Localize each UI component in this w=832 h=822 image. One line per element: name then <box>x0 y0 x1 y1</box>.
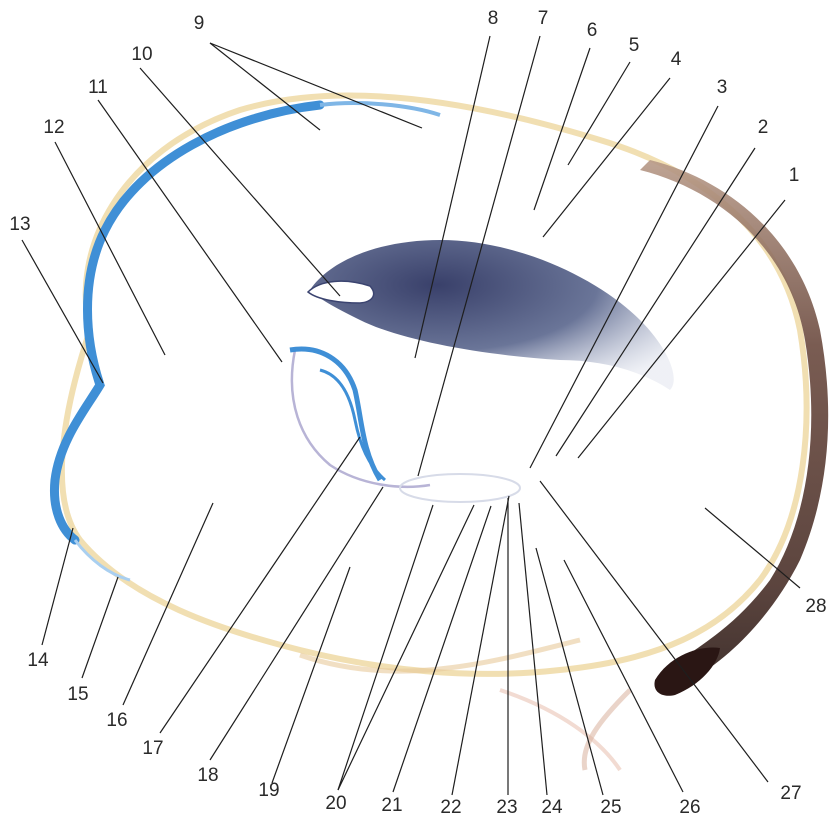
label-18: 18 <box>197 765 218 786</box>
leader-line-4 <box>542 77 671 238</box>
leader-line-14 <box>41 527 74 646</box>
leader-line-6 <box>533 47 591 211</box>
leader-line-24 <box>518 502 548 796</box>
label-2: 2 <box>758 117 769 138</box>
leader-line-18 <box>209 486 384 761</box>
inner-boundary <box>290 349 521 503</box>
leader-line-12 <box>54 141 166 356</box>
label-7: 7 <box>538 8 549 29</box>
leader-line-9b <box>209 42 423 129</box>
leader-line-20a <box>337 504 434 791</box>
label-27: 27 <box>780 783 801 804</box>
label-1: 1 <box>789 165 800 186</box>
leader-line-20b <box>337 504 475 791</box>
label-17: 17 <box>142 738 163 759</box>
leader-line-5 <box>567 61 631 166</box>
label-3: 3 <box>717 77 728 98</box>
label-5: 5 <box>629 35 640 56</box>
label-10: 10 <box>131 44 152 65</box>
leader-line-3 <box>529 105 719 469</box>
leader-line-2 <box>555 147 756 457</box>
label-16: 16 <box>106 710 127 731</box>
label-12: 12 <box>43 117 64 138</box>
leader-line-16 <box>122 502 214 706</box>
label-19: 19 <box>258 780 279 801</box>
label-6: 6 <box>587 20 598 41</box>
label-23: 23 <box>496 797 517 818</box>
leader-line-28 <box>704 507 801 589</box>
leader-line-11 <box>97 99 283 363</box>
outer-membrane <box>58 92 810 772</box>
leader-line-25 <box>535 547 604 796</box>
label-13: 13 <box>9 214 30 235</box>
leader-line-22 <box>451 495 510 796</box>
label-22: 22 <box>440 797 461 818</box>
label-20: 20 <box>325 793 346 814</box>
blue-outer-layer <box>49 100 441 582</box>
leader-line-9a <box>209 42 321 131</box>
label-15: 15 <box>67 684 88 705</box>
label-9: 9 <box>194 13 205 34</box>
leader-lines <box>21 35 801 796</box>
label-26: 26 <box>679 797 700 818</box>
number-labels: 1 2 3 4 5 6 7 8 9 10 11 12 13 14 15 16 1… <box>9 8 826 818</box>
leader-line-15 <box>81 576 119 679</box>
leader-line-1 <box>577 199 786 459</box>
leader-line-13 <box>21 239 104 384</box>
dark-outer-layer <box>581 160 829 771</box>
label-11: 11 <box>88 77 108 98</box>
leader-line-26 <box>563 559 684 793</box>
label-28: 28 <box>805 596 826 617</box>
label-25: 25 <box>600 797 621 818</box>
leader-line-8 <box>414 35 491 359</box>
central-mass <box>306 240 674 390</box>
label-24: 24 <box>541 797 563 818</box>
leader-line-21 <box>392 505 492 793</box>
label-21: 21 <box>381 795 402 816</box>
leader-line-19 <box>271 566 351 784</box>
label-8: 8 <box>488 8 499 29</box>
leader-line-7 <box>417 35 541 477</box>
leader-line-17 <box>159 436 361 734</box>
leader-line-27 <box>539 480 769 783</box>
label-14: 14 <box>27 650 49 671</box>
inner-blue-fold <box>289 346 386 482</box>
leader-line-10 <box>139 67 341 297</box>
label-4: 4 <box>671 49 682 70</box>
